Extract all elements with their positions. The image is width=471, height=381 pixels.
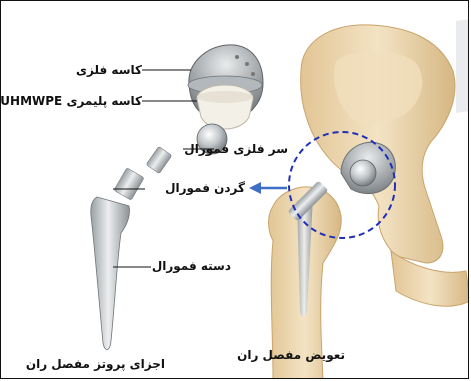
prosthesis-components xyxy=(91,45,263,350)
femur-illustration xyxy=(269,142,396,379)
cup-hole xyxy=(251,72,255,76)
label-femoral-neck: گردن فمورال xyxy=(141,181,245,195)
femoral-stem xyxy=(91,197,130,350)
label-hip-replacement: تعویض مفصل ران xyxy=(251,348,345,362)
label-femoral-stem: دسته فمورال xyxy=(149,259,231,273)
label-metal-cup: کاسه فلزی xyxy=(81,63,142,77)
spine-hint xyxy=(456,19,469,113)
label-poly-cup: کاسه پلیمری UHMWPE xyxy=(13,94,142,108)
femoral-taper xyxy=(146,146,172,173)
label-prosthesis-parts: اجزای پروتز مفصل ران xyxy=(61,357,165,371)
pointer-arrow xyxy=(249,182,287,194)
cup-hole xyxy=(245,62,249,66)
femoral-neck xyxy=(114,168,144,201)
cup-hole xyxy=(235,55,239,59)
femoral-head-in-pelvis xyxy=(350,160,376,186)
label-femoral-head: سر فلزی فمورال xyxy=(178,142,288,156)
poly-cup-rim xyxy=(197,91,253,103)
